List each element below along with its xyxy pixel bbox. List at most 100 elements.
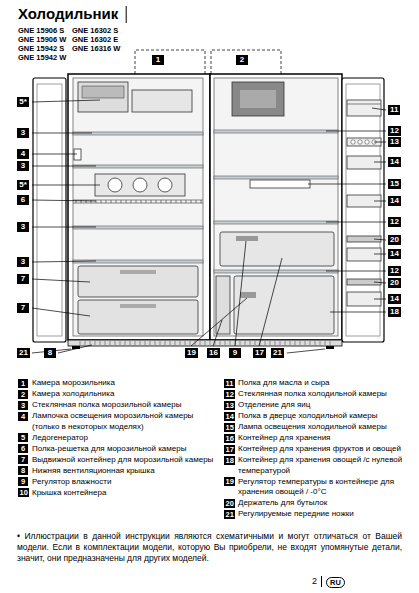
callout-number: 5* xyxy=(17,180,29,190)
key-number: 16 xyxy=(224,434,235,443)
callout-number: 19 xyxy=(185,348,198,358)
model-number: GNE 15906 W xyxy=(18,35,66,44)
key-text: Лампочка освещения морозильной камеры (т… xyxy=(32,411,216,432)
key-text: Регулятор температуры в контейнере для х… xyxy=(238,477,412,498)
leader-line xyxy=(32,308,90,316)
ice-tray-knob xyxy=(108,178,122,192)
fridge-cabinet xyxy=(210,74,342,340)
door-gasket xyxy=(37,84,62,336)
freezer-cabinet xyxy=(68,74,210,340)
key-number: 21 xyxy=(224,510,235,519)
key-text: Полка в дверце холодильной камеры xyxy=(238,411,412,422)
callout-number: 3 xyxy=(17,128,29,138)
key-text: Регулируемые передние ножки xyxy=(238,509,412,520)
key-number: 11 xyxy=(224,379,235,388)
key-number: 5 xyxy=(18,433,28,442)
humidity-slider xyxy=(236,236,258,241)
air-module-panel xyxy=(240,90,276,108)
callout-number: 8 xyxy=(44,348,56,358)
leader-line xyxy=(32,200,96,201)
ice-maker-tray xyxy=(82,86,124,98)
leader-line xyxy=(32,261,96,262)
dashed-bracket xyxy=(211,50,281,74)
model-number: GNE 16316 W xyxy=(72,44,120,53)
callout-number: 15 xyxy=(388,179,401,189)
leader-line xyxy=(374,299,386,300)
leader-line xyxy=(308,184,386,185)
glass-shelf xyxy=(214,176,338,179)
door-bin xyxy=(347,248,381,261)
small-container xyxy=(216,276,230,334)
key-text: Лампа освещения холодильной камеры xyxy=(238,422,412,433)
freezer-drawer xyxy=(78,300,198,334)
callout-number: 5* xyxy=(17,97,29,107)
callout-number: 7 xyxy=(17,274,29,284)
drawer-handle xyxy=(120,270,156,274)
callout-number: 4 xyxy=(17,149,29,159)
note-text: • Иллюстрации в данной инструкции являют… xyxy=(17,531,402,564)
key-text: Контейнер для хранения овощей /с нулевой… xyxy=(238,455,412,476)
key-text: Ледогенератор xyxy=(32,433,216,444)
grid-shelf xyxy=(73,200,203,203)
callout-number: 3 xyxy=(17,222,29,232)
egg-cup xyxy=(351,140,355,144)
leader-line xyxy=(32,166,96,167)
fridge-lamp xyxy=(250,180,310,188)
key-number: 17 xyxy=(224,445,235,454)
glass-shelf xyxy=(214,270,338,273)
freezer-lamp xyxy=(74,149,81,160)
callout-number: 21 xyxy=(17,348,30,358)
ice-bucket xyxy=(132,90,192,112)
leader-line xyxy=(372,108,386,110)
key-number: 9 xyxy=(18,477,28,486)
callout-number: 3 xyxy=(17,257,29,267)
key-text: Контейнер для хранения xyxy=(238,433,412,444)
key-text: Нижняя вентиляционная крышка xyxy=(32,466,216,477)
model-number: GNE 15942 S xyxy=(18,44,64,53)
freezer-drawer xyxy=(78,266,198,297)
key-number: 10 xyxy=(18,488,29,497)
key-number: 12 xyxy=(224,390,235,399)
leader-line xyxy=(330,312,386,313)
key-text: Крышка контейнера xyxy=(32,488,216,499)
leader-line xyxy=(213,320,222,346)
ice-tray-knob xyxy=(158,178,172,192)
callout-number: 16 xyxy=(207,348,220,358)
key-number: 1 xyxy=(18,379,28,388)
key-text: Камера холодильника xyxy=(32,389,216,400)
callout-number: 20 xyxy=(388,278,401,288)
leader-line xyxy=(374,239,386,240)
freezer-door xyxy=(33,78,66,342)
leader-line xyxy=(32,100,100,102)
ice-maker xyxy=(78,82,128,112)
zero-container xyxy=(234,276,334,334)
egg-cup xyxy=(365,140,369,144)
title-separator xyxy=(126,6,127,23)
fridge-door xyxy=(342,78,384,342)
callout-number: 6 xyxy=(17,195,29,205)
leader-line xyxy=(374,282,386,283)
fruit-container xyxy=(220,232,334,266)
leader-line xyxy=(259,258,282,346)
leader-line xyxy=(191,298,247,346)
key-number: 18 xyxy=(224,456,235,465)
door-gasket xyxy=(346,84,380,336)
key-text: Полка-решетка для морозильной камеры xyxy=(32,444,216,455)
key-number: 8 xyxy=(18,466,28,475)
callout-number: 12 xyxy=(388,126,401,136)
page-number: 2 xyxy=(312,576,322,587)
leader-line xyxy=(32,279,90,282)
callout-number: 12 xyxy=(388,266,401,276)
key-text: Выдвижной контейнер для морозильной каме… xyxy=(32,455,216,466)
egg-cup xyxy=(358,140,362,144)
leader-line xyxy=(58,345,92,353)
leader-line xyxy=(326,222,386,223)
key-number: 14 xyxy=(224,412,235,421)
leader-line xyxy=(326,271,386,272)
key-text: Полка для масла и сыра xyxy=(238,378,412,389)
callout-number: 18 xyxy=(388,307,401,317)
callout-number: 1 xyxy=(152,55,164,65)
model-number: GNE 15906 S xyxy=(18,26,64,35)
